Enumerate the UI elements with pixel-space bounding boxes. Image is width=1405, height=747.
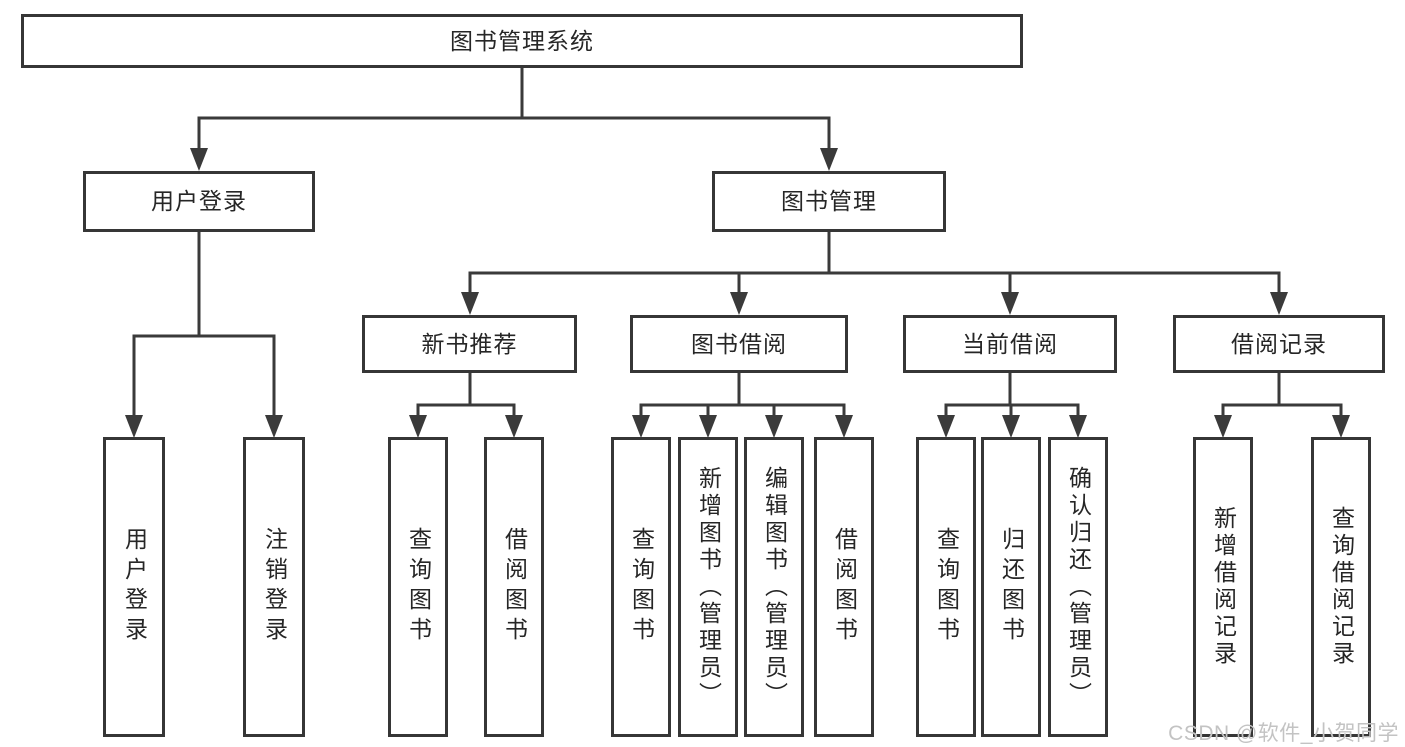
node-borrowing-records: 借阅记录 [1173,315,1385,373]
edge-bookmgmt-to-level3 [468,232,1281,294]
edge-borrowrecords-to-leaves [1221,373,1343,417]
edge-bookborrow-to-leaves [639,373,846,417]
edge-currentborrow-to-leaves [944,373,1080,417]
node-book-borrowing: 图书借阅 [630,315,848,373]
node-book-management-group: 图书管理 [712,171,946,232]
leaf-borrow-book-newrec: 借阅图书 [484,437,544,737]
node-root: 图书管理系统 [21,14,1023,68]
leaf-add-book-admin: 新增图书（管理员） [678,437,738,737]
edge-userlogin-to-leaves [132,232,276,417]
leaf-query-borrow-record: 查询借阅记录 [1311,437,1371,737]
leaf-add-borrow-record: 新增借阅记录 [1193,437,1253,737]
edge-newbookrec-to-leaves [416,373,516,417]
csdn-watermark: CSDN @软件_小贺同学 [1168,722,1399,745]
leaf-borrow-book-borrowing: 借阅图书 [814,437,874,737]
node-current-borrowing: 当前借阅 [903,315,1117,373]
leaf-user-login: 用户登录 [103,437,165,737]
leaf-query-book-current: 查询图书 [916,437,976,737]
node-user-login-group: 用户登录 [83,171,315,232]
leaf-return-book: 归还图书 [981,437,1041,737]
leaf-logout: 注销登录 [243,437,305,737]
leaf-query-book-borrowing: 查询图书 [611,437,671,737]
arrowheads [125,148,1350,438]
leaf-query-book-newrec: 查询图书 [388,437,448,737]
leaf-edit-book-admin: 编辑图书（管理员） [744,437,804,737]
leaf-confirm-return-admin: 确认归还（管理员） [1048,437,1108,737]
edge-root-to-level2 [197,68,831,150]
node-new-book-recommendation: 新书推荐 [362,315,577,373]
